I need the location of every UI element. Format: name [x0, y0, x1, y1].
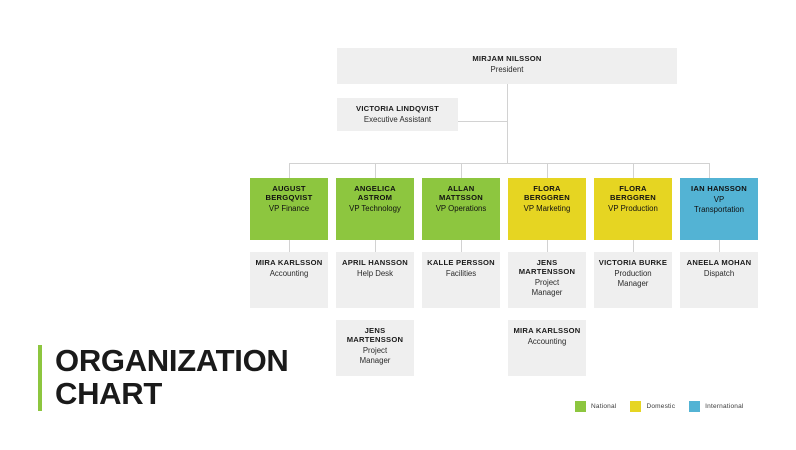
legend-swatch-national: [575, 401, 586, 412]
org-node-name: VICTORIA LINDQVIST: [356, 104, 439, 113]
legend-label-domestic: Domestic: [646, 403, 676, 410]
org-node-name-line1: ALLAN MATTSSON: [438, 184, 484, 202]
org-node-name-line1: VICTORIA BURKE: [598, 258, 668, 267]
org-node-name-line1: APRIL HANSSON: [342, 258, 408, 267]
legend-item-national[interactable]: National: [575, 401, 616, 412]
connector-root-stem: [507, 84, 508, 163]
org-node-title-line1: Project: [362, 345, 388, 355]
connector-vp-stem-4: [547, 163, 548, 178]
connector-report-stem-4: [547, 240, 548, 252]
org-node-name-line2: BERGQVIST: [265, 192, 313, 202]
connector-vp-stem-3: [461, 163, 462, 178]
org-node-title-line1: Help Desk: [357, 268, 393, 278]
org-node-name-line1: ANEELA MOHAN: [686, 258, 752, 267]
org-node-report-facilities[interactable]: KALLE PERSSON Facilities: [422, 252, 500, 308]
org-node-report-project-manager-technology[interactable]: JENS MARTENSSON Project Manager: [336, 320, 414, 376]
org-node-title: VP Technology: [349, 203, 401, 213]
org-node-title-line1: Production: [614, 268, 652, 278]
org-node-report-accounting-finance[interactable]: MIRA KARLSSON Accounting: [250, 252, 328, 308]
org-node-vp-operations[interactable]: ALLAN MATTSSON VP Operations: [422, 178, 500, 240]
org-node-executive-assistant[interactable]: VICTORIA LINDQVIST Executive Assistant: [337, 98, 458, 131]
org-node-president[interactable]: MIRJAM NILSSON President: [337, 48, 677, 84]
connector-report-stem-1: [289, 240, 290, 252]
connector-report-stem-6: [719, 240, 720, 252]
org-node-title-line2: Manager: [531, 288, 563, 298]
org-node-name-line1: JENS: [364, 326, 386, 335]
org-node-title-line1: VP: [713, 194, 725, 204]
connector-vp-stem-2: [375, 163, 376, 178]
org-node-name-line1: MIRA KARLSSON: [513, 326, 581, 335]
connector-report-stem-3: [461, 240, 462, 252]
org-node-report-project-manager-marketing[interactable]: JENS MARTENSSON Project Manager: [508, 252, 586, 308]
connector-vp-bus: [289, 163, 709, 164]
title-line-2: CHART: [55, 375, 162, 411]
org-node-name-line1: KALLE PERSSON: [427, 258, 495, 267]
org-node-report-help-desk[interactable]: APRIL HANSSON Help Desk: [336, 252, 414, 308]
org-node-name-line2: MARTENSSON: [518, 266, 576, 276]
org-node-name-line1: FLORA BERGGREN: [610, 184, 656, 202]
title-line-1: ORGANIZATION: [55, 343, 289, 378]
org-node-title-line1: Dispatch: [703, 268, 735, 278]
org-node-report-production-manager[interactable]: VICTORIA BURKE Production Manager: [594, 252, 672, 308]
org-node-name-line1: JENS: [536, 258, 558, 267]
org-node-title-line1: Facilities: [445, 268, 477, 278]
org-node-report-dispatch[interactable]: ANEELA MOHAN Dispatch: [680, 252, 758, 308]
org-node-title: President: [490, 64, 524, 74]
legend-label-national: National: [591, 403, 617, 410]
slide-title: ORGANIZATION CHART: [38, 343, 289, 411]
connector-vp-stem-1: [289, 163, 290, 178]
org-node-name-line1: FLORA BERGGREN: [524, 184, 570, 202]
org-node-name-line2: MARTENSSON: [346, 334, 404, 344]
legend-item-domestic[interactable]: Domestic: [630, 401, 675, 412]
org-node-vp-transportation[interactable]: IAN HANSSON VP Transportation: [680, 178, 758, 240]
org-node-title: Executive Assistant: [363, 114, 432, 124]
org-node-name-line1: MIRA KARLSSON: [255, 258, 323, 267]
connector-report-stem-2: [375, 240, 376, 252]
org-node-vp-marketing[interactable]: FLORA BERGGREN VP Marketing: [508, 178, 586, 240]
org-node-title-line1: Accounting: [269, 268, 309, 278]
org-node-name: MIRJAM NILSSON: [472, 54, 542, 63]
connector-vp-stem-6: [709, 163, 710, 178]
org-node-title: VP Marketing: [523, 203, 571, 213]
title-text: ORGANIZATION CHART: [55, 343, 289, 411]
org-node-title: VP Operations: [435, 203, 487, 213]
legend-swatch-international: [689, 401, 701, 412]
org-node-vp-production[interactable]: FLORA BERGGREN VP Production: [594, 178, 672, 240]
org-node-title-line1: Project: [534, 277, 560, 287]
legend-item-international[interactable]: International: [689, 401, 743, 412]
legend-swatch-domestic: [630, 401, 642, 412]
org-node-title-line2: Manager: [359, 356, 391, 366]
connector-report-stem-5: [633, 240, 634, 252]
org-node-title: VP Production: [608, 203, 658, 213]
org-node-vp-technology[interactable]: ANGELICA ASTROM VP Technology: [336, 178, 414, 240]
org-node-name-line1: AUGUST: [272, 184, 306, 193]
org-node-title-line2: Transportation: [694, 205, 744, 215]
org-node-title: VP Finance: [268, 203, 310, 213]
org-node-name-line1: ANGELICA: [354, 184, 396, 193]
org-node-vp-finance[interactable]: AUGUST BERGQVIST VP Finance: [250, 178, 328, 240]
legend-label-international: International: [705, 403, 744, 410]
title-accent-bar: [38, 345, 42, 411]
legend: National Domestic International: [575, 401, 744, 412]
org-node-name-line2: ASTROM: [357, 192, 393, 202]
org-node-title-line2: Manager: [617, 279, 649, 289]
connector-assistant-link: [458, 121, 507, 122]
org-node-report-accounting-marketing[interactable]: MIRA KARLSSON Accounting: [508, 320, 586, 376]
org-node-title-line1: Accounting: [527, 336, 567, 346]
connector-vp-stem-5: [633, 163, 634, 178]
org-node-name-line1: IAN HANSSON: [691, 184, 747, 193]
